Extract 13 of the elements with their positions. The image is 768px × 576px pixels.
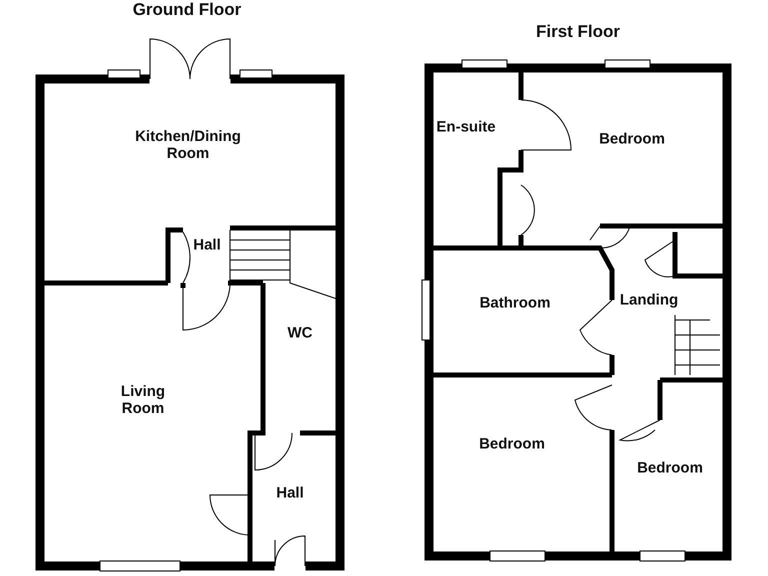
room-label: Hall <box>276 484 304 502</box>
room-label: Landing <box>620 291 678 309</box>
room-label: Bedroom <box>637 459 703 477</box>
room-label: WC <box>288 324 312 342</box>
room-label: Bathroom <box>480 294 550 312</box>
room-label: Bedroom <box>479 435 545 453</box>
floor-title: Ground Floor <box>132 0 242 20</box>
room-label: Living Room <box>120 382 166 418</box>
floor-title: First Floor <box>536 22 620 42</box>
room-label: En-suite <box>436 118 496 136</box>
room-label: Kitchen/Dining Room <box>134 128 242 162</box>
room-label: Bedroom <box>599 130 665 148</box>
room-label: Hall <box>193 236 221 254</box>
